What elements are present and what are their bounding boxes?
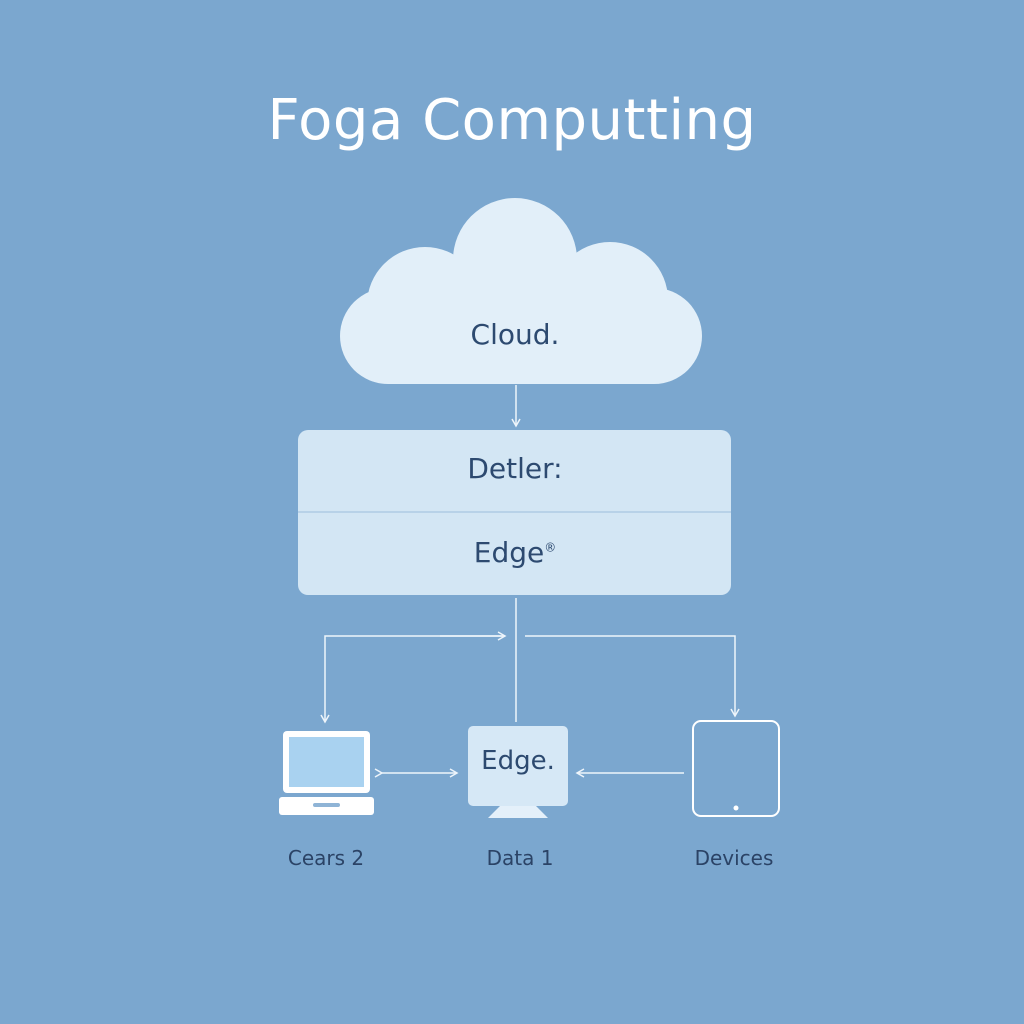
layer-bottom-label: Edge® [415,536,615,569]
monitor-icon [468,726,568,818]
edge-node-label: Edge. [481,746,555,776]
diagram-title: Foga Computting [267,88,757,153]
right-device-caption: Devices [694,846,774,870]
laptop-icon [279,731,374,815]
arrow-to-right-device [525,635,740,718]
fog-layer-panel [298,430,731,595]
left-device-caption: Cears 2 [287,846,365,870]
layer-bottom-text: Edge [473,536,545,569]
cloud-label: Cloud. [470,318,560,351]
arrow-to-left-device [320,635,505,724]
layer-top-label: Detler: [467,452,563,485]
registered-mark: ® [544,540,557,555]
tablet-icon [692,720,780,817]
middle-device-caption: Data 1 [486,846,554,870]
cloud-shape [340,198,702,384]
